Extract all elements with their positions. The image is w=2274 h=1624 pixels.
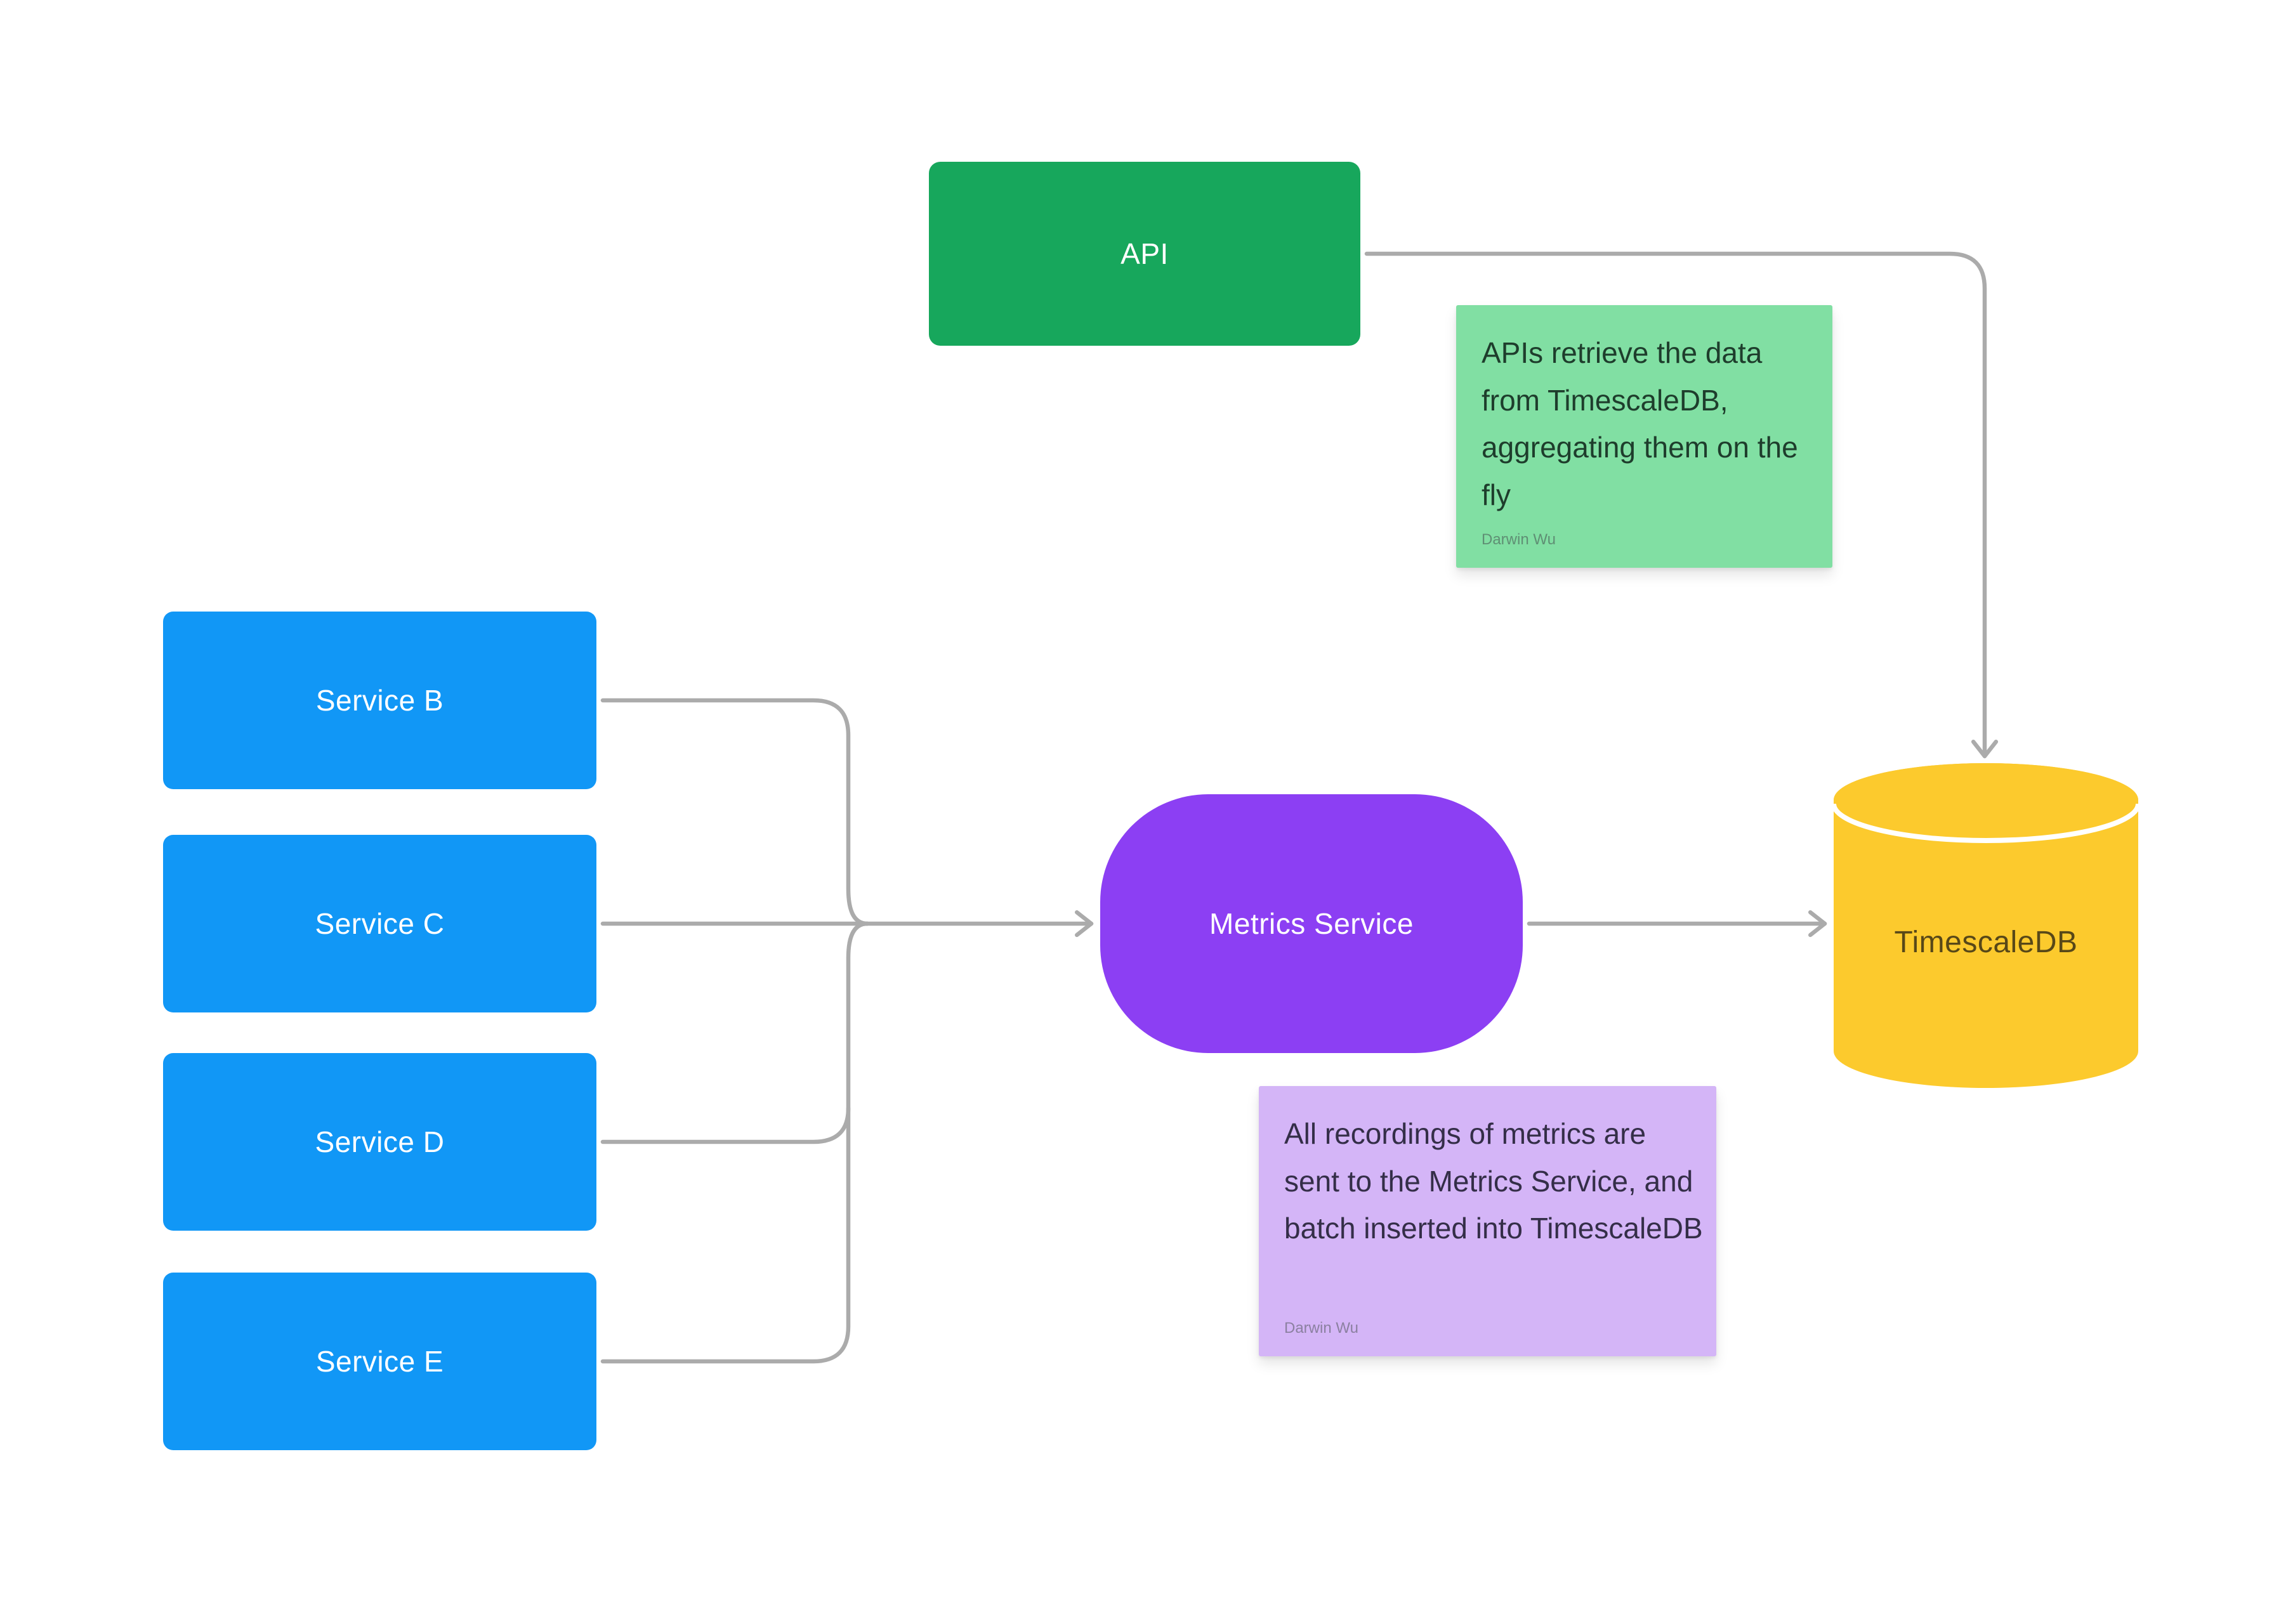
node-metrics-service[interactable]: Metrics Service (1100, 794, 1523, 1053)
connector-service-d-to-merge[interactable] (600, 1106, 851, 1144)
connector-service-e-to-merge[interactable] (600, 921, 870, 1364)
sticky-note-metrics-text: All recordings of metrics are sent to th… (1284, 1117, 1703, 1245)
node-service-d[interactable]: Service D (163, 1053, 596, 1231)
sticky-note-metrics-author: Darwin Wu (1284, 1320, 1358, 1337)
sticky-note-api-author: Darwin Wu (1482, 531, 1556, 548)
node-api[interactable]: API (929, 162, 1360, 346)
node-service-b[interactable]: Service B (163, 612, 596, 789)
sticky-note-api[interactable]: APIs retrieve the data from TimescaleDB,… (1456, 305, 1832, 568)
sticky-note-metrics[interactable]: All recordings of metrics are sent to th… (1259, 1086, 1716, 1356)
node-service-d-label: Service D (315, 1125, 445, 1158)
connector-service-b-to-merge[interactable] (600, 698, 870, 926)
node-api-label: API (1121, 237, 1169, 270)
node-service-c-label: Service C (315, 907, 445, 940)
node-metrics-service-label: Metrics Service (1209, 907, 1414, 940)
database-cylinder-icon (1834, 763, 2138, 1088)
node-timescaledb[interactable]: TimescaleDB (1834, 763, 2138, 1088)
sticky-note-api-text: APIs retrieve the data from TimescaleDB,… (1482, 336, 1798, 511)
node-service-c[interactable]: Service C (163, 835, 596, 1012)
node-timescaledb-label: TimescaleDB (1894, 925, 2078, 959)
node-service-b-label: Service B (315, 684, 444, 717)
node-service-e[interactable]: Service E (163, 1273, 596, 1450)
node-service-e-label: Service E (315, 1345, 444, 1378)
